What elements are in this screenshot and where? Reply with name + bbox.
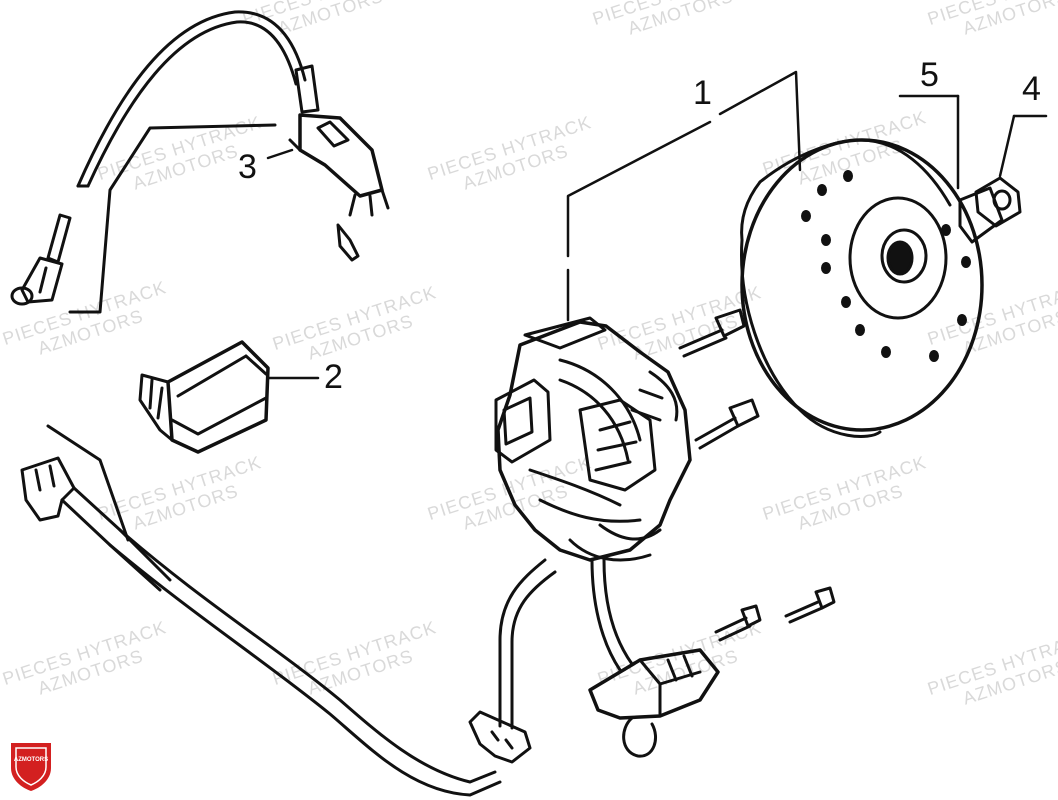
ignition-coil-part	[10, 10, 390, 314]
wiring-harness	[20, 424, 557, 797]
regulator-part	[138, 340, 320, 454]
callout-5: 5	[920, 56, 939, 94]
callout-3: 3	[238, 148, 257, 186]
logo-text: AZMOTORS	[13, 757, 49, 763]
stator-part	[494, 70, 836, 758]
flywheel-part	[740, 138, 984, 438]
callout-2: 2	[324, 358, 343, 396]
callout-1: 1	[693, 74, 712, 112]
azmotors-logo: AZMOTORS	[8, 740, 54, 792]
leader-line	[266, 148, 294, 160]
washer-part	[898, 94, 1004, 244]
nut-part	[974, 114, 1048, 228]
callout-4: 4	[1022, 70, 1041, 108]
